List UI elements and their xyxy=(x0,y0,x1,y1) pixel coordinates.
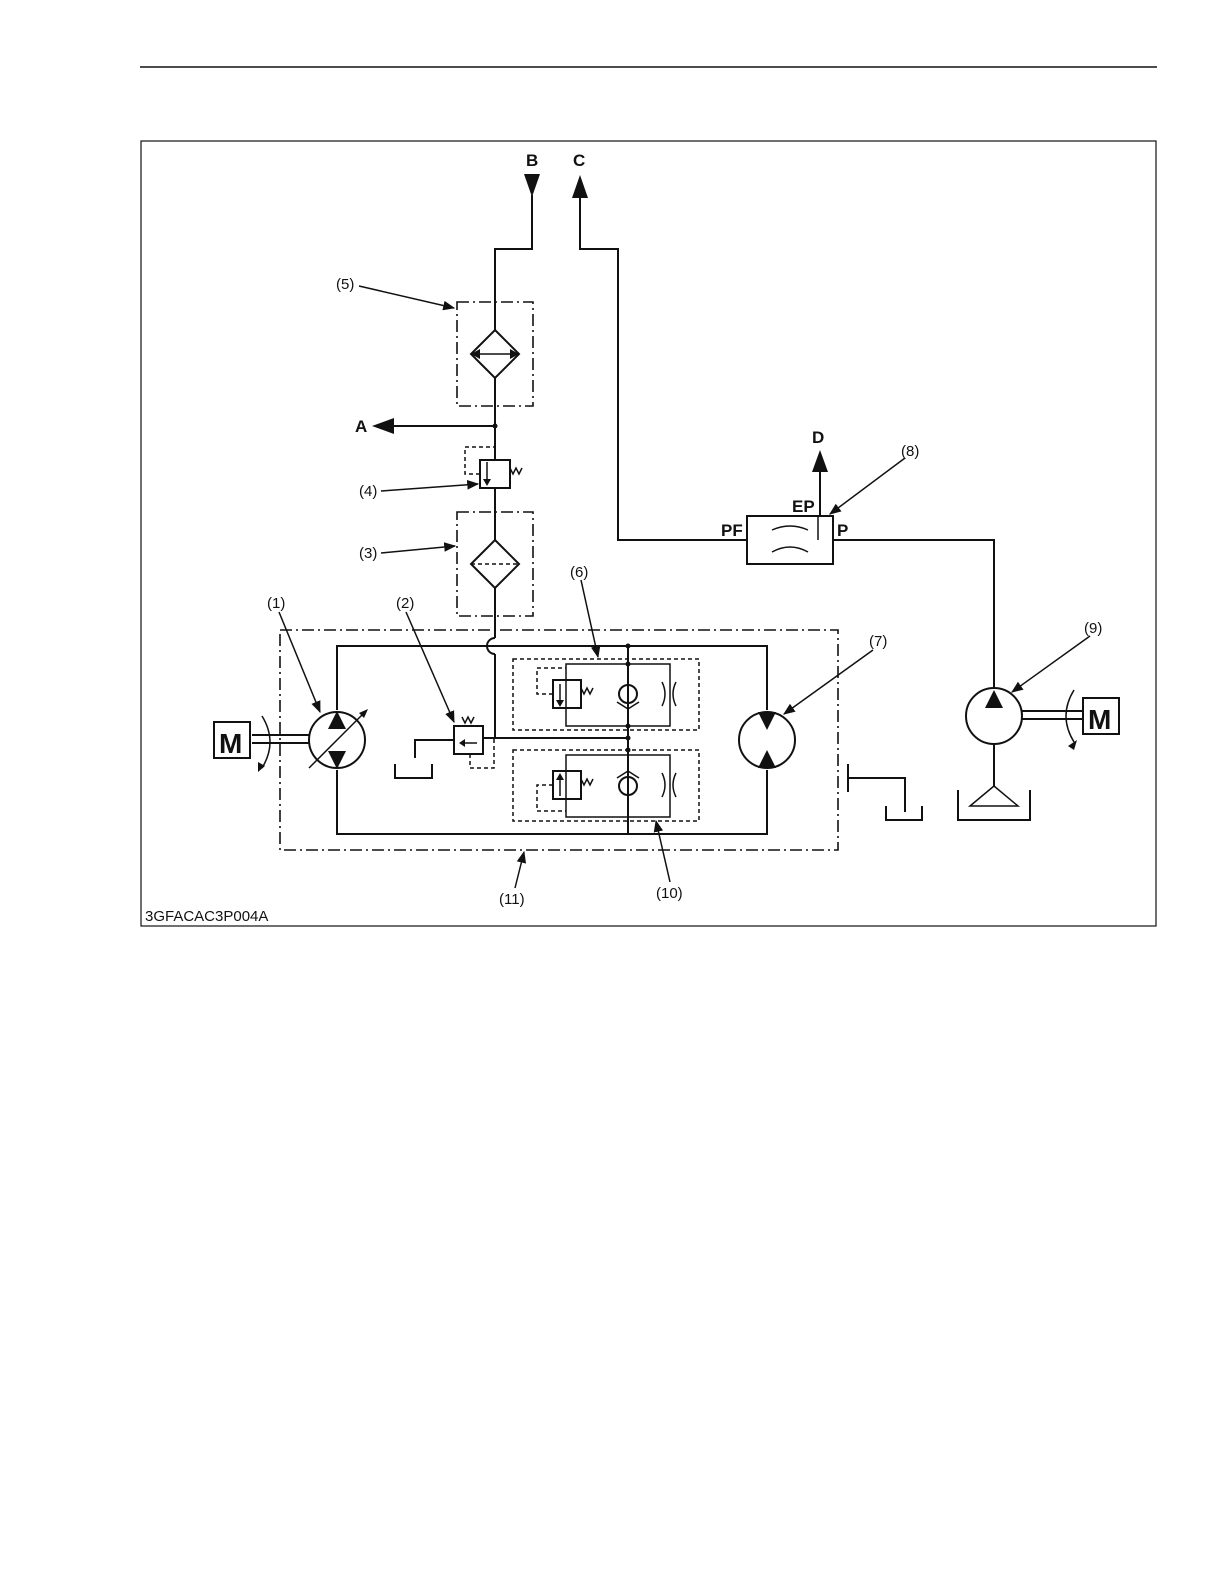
loop-feed-line xyxy=(487,616,495,738)
hst-unit-11 xyxy=(280,630,838,850)
port-ep-label: EP xyxy=(792,497,815,516)
port-pf-label: PF xyxy=(721,521,743,540)
motor-1-label: M xyxy=(219,728,242,759)
motor-9-label: M xyxy=(1088,704,1111,735)
line-b xyxy=(495,174,540,302)
line-p xyxy=(833,540,994,688)
callout-1: (1) xyxy=(267,595,285,612)
callout-5: (5) xyxy=(336,276,354,293)
callout-3: (3) xyxy=(359,545,377,562)
variable-pump-1 xyxy=(252,709,368,772)
line-a xyxy=(372,418,495,434)
filter-5 xyxy=(457,302,533,406)
port-b-label: B xyxy=(526,151,538,170)
check-relief-block-6 xyxy=(513,659,699,730)
line-c xyxy=(572,175,747,540)
check-relief-block-10 xyxy=(513,750,699,821)
callout-11: (11) xyxy=(499,891,525,908)
callout-2: (2) xyxy=(396,595,414,612)
port-a-label: A xyxy=(355,417,367,436)
relief-valve-2 xyxy=(395,717,494,778)
port-c-label: C xyxy=(573,151,585,170)
figure-frame xyxy=(141,141,1156,926)
callout-10: (10) xyxy=(656,885,683,902)
callout-8: (8) xyxy=(901,443,919,460)
callout-9: (9) xyxy=(1084,620,1102,637)
case-drain xyxy=(848,764,922,820)
port-d-label: D xyxy=(812,428,824,447)
charge-pump-9 xyxy=(958,688,1083,820)
hydraulic-motor-7 xyxy=(739,712,795,768)
main-loop-lines xyxy=(337,644,767,835)
flow-divider-8 xyxy=(747,450,833,564)
valve-4 xyxy=(465,447,522,488)
port-p-label: P xyxy=(837,521,848,540)
callout-7: (7) xyxy=(869,633,887,650)
motor-9-box: M xyxy=(1083,698,1119,735)
callout-leaders xyxy=(279,286,1090,888)
figure-code: 3GFACAC3P004A xyxy=(145,908,268,925)
motor-1-box: M xyxy=(214,722,250,759)
callout-4: (4) xyxy=(359,483,377,500)
filter-3 xyxy=(457,512,533,616)
callout-6: (6) xyxy=(570,564,588,581)
